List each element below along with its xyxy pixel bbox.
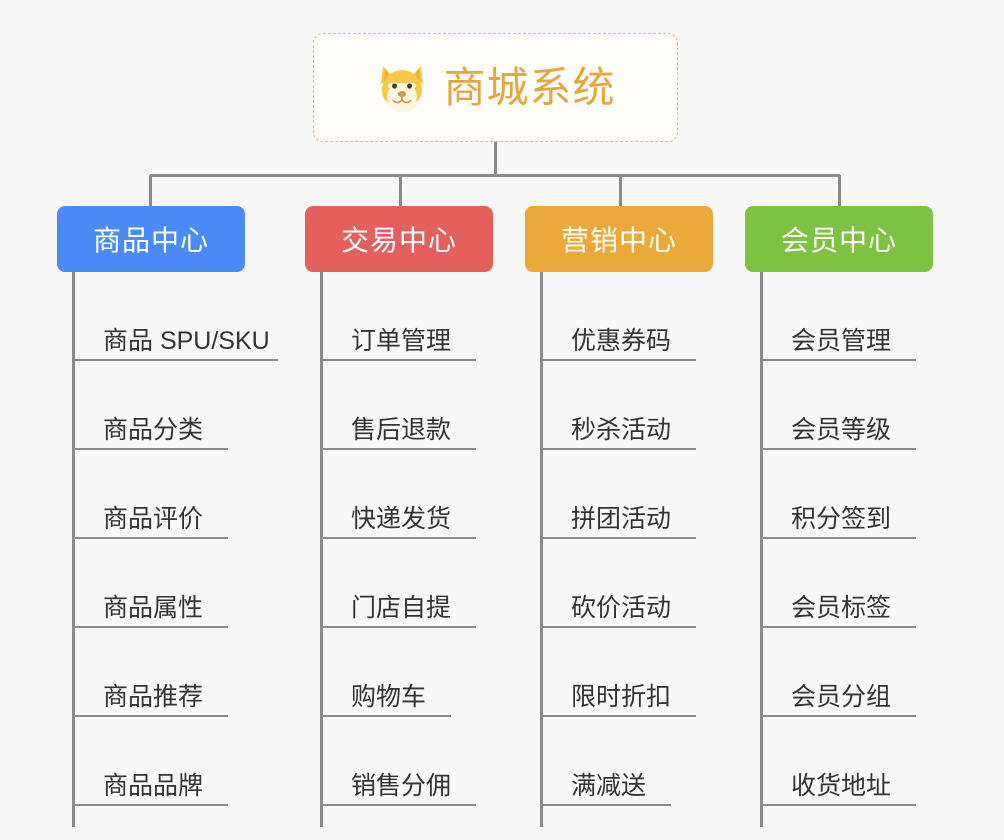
leaf-item[interactable]: 拼团活动 [541, 450, 729, 539]
branch-header-label-3: 会员中心 [780, 225, 897, 256]
root-node[interactable]: 商城系统 [313, 33, 678, 142]
leaf-label: 砍价活动 [571, 593, 672, 622]
leaf-item[interactable]: 售后退款 [321, 361, 509, 450]
leaf-list-0: 商品 SPU/SKU 商品分类 商品评价 商品属性 商品推荐 商品品牌 [73, 272, 278, 806]
leaf-item[interactable]: 商品评价 [73, 450, 261, 539]
leaf-underline [321, 804, 476, 806]
leaf-label: 满减送 [571, 771, 647, 800]
leaf-label: 商品 SPU/SKU [103, 326, 270, 355]
leaf-label: 商品属性 [103, 593, 204, 622]
leaf-label: 拼团活动 [571, 504, 672, 533]
leaf-underline [761, 715, 916, 717]
dog-face-icon [375, 62, 429, 114]
branch-header-label-2: 营销中心 [560, 225, 677, 256]
leaf-item[interactable]: 购物车 [321, 628, 509, 717]
leaf-underline [541, 715, 696, 717]
leaf-item[interactable]: 限时折扣 [541, 628, 729, 717]
branch-header-label-0: 商品中心 [92, 225, 209, 256]
leaf-underline [321, 448, 476, 450]
leaf-underline [761, 537, 916, 539]
leaf-label: 商品分类 [103, 415, 204, 444]
leaf-item[interactable]: 订单管理 [321, 272, 509, 361]
leaf-item[interactable]: 会员分组 [761, 628, 949, 717]
leaf-underline [73, 537, 228, 539]
leaf-label: 限时折扣 [571, 682, 672, 711]
leaf-underline [541, 537, 696, 539]
leaf-label: 积分签到 [791, 504, 892, 533]
leaf-label: 秒杀活动 [571, 415, 672, 444]
leaf-label: 售后退款 [351, 415, 452, 444]
leaf-underline [761, 804, 916, 806]
branch-header-2[interactable]: 营销中心 [525, 206, 713, 272]
branch-header-label-1: 交易中心 [340, 225, 457, 256]
leaf-label: 收货地址 [791, 771, 892, 800]
leaf-list-2: 优惠券码 秒杀活动 拼团活动 砍价活动 限时折扣 满减送 [541, 272, 729, 806]
leaf-underline [761, 448, 916, 450]
leaf-underline [541, 626, 696, 628]
leaf-underline [541, 804, 671, 806]
leaf-item[interactable]: 商品属性 [73, 539, 261, 628]
leaf-underline [761, 359, 916, 361]
leaf-label: 优惠券码 [571, 326, 672, 355]
root-title: 商城系统 [443, 63, 616, 111]
leaf-underline [73, 715, 228, 717]
leaf-underline [321, 626, 476, 628]
leaf-underline [321, 537, 476, 539]
branch-header-1[interactable]: 交易中心 [305, 206, 493, 272]
leaf-underline [761, 626, 916, 628]
leaf-underline [73, 626, 228, 628]
leaf-list-1: 订单管理 售后退款 快递发货 门店自提 购物车 销售分佣 [321, 272, 509, 806]
leaf-underline [73, 359, 278, 361]
leaf-item[interactable]: 销售分佣 [321, 717, 509, 806]
leaf-item[interactable]: 收货地址 [761, 717, 949, 806]
leaf-label: 商品推荐 [103, 682, 204, 711]
leaf-item[interactable]: 商品 SPU/SKU [73, 272, 278, 361]
leaf-label: 销售分佣 [351, 771, 452, 800]
leaf-item[interactable]: 会员管理 [761, 272, 949, 361]
leaf-item[interactable]: 商品品牌 [73, 717, 261, 806]
leaf-label: 商品评价 [103, 504, 204, 533]
leaf-item[interactable]: 商品推荐 [73, 628, 261, 717]
leaf-item[interactable]: 砍价活动 [541, 539, 729, 628]
branch-column-0: 商品中心 商品 SPU/SKU 商品分类 商品评价 商品属性 商品推荐 [57, 206, 278, 806]
leaf-underline [541, 359, 696, 361]
leaf-item[interactable]: 秒杀活动 [541, 361, 729, 450]
leaf-label: 会员等级 [791, 415, 892, 444]
branch-header-0[interactable]: 商品中心 [57, 206, 245, 272]
leaf-label: 会员标签 [791, 593, 892, 622]
branch-column-2: 营销中心 优惠券码 秒杀活动 拼团活动 砍价活动 限时折扣 [525, 206, 713, 806]
leaf-list-3: 会员管理 会员等级 积分签到 会员标签 会员分组 收货地址 [761, 272, 949, 806]
leaf-item[interactable]: 满减送 [541, 717, 729, 806]
leaf-item[interactable]: 快递发货 [321, 450, 509, 539]
branch-header-3[interactable]: 会员中心 [745, 206, 933, 272]
leaf-label: 购物车 [351, 682, 427, 711]
leaf-item[interactable]: 优惠券码 [541, 272, 729, 361]
leaf-item[interactable]: 积分签到 [761, 450, 949, 539]
leaf-item[interactable]: 会员标签 [761, 539, 949, 628]
leaf-item[interactable]: 会员等级 [761, 361, 949, 450]
leaf-underline [73, 448, 228, 450]
leaf-item[interactable]: 门店自提 [321, 539, 509, 628]
branch-column-1: 交易中心 订单管理 售后退款 快递发货 门店自提 购物车 [305, 206, 493, 806]
leaf-underline [321, 359, 476, 361]
leaf-label: 订单管理 [351, 326, 452, 355]
branch-column-3: 会员中心 会员管理 会员等级 积分签到 会员标签 会员分组 [745, 206, 933, 806]
leaf-label: 会员管理 [791, 326, 892, 355]
leaf-label: 商品品牌 [103, 771, 204, 800]
leaf-underline [541, 448, 696, 450]
leaf-item[interactable]: 商品分类 [73, 361, 261, 450]
leaf-label: 快递发货 [351, 504, 452, 533]
leaf-underline [321, 715, 451, 717]
leaf-label: 会员分组 [791, 682, 892, 711]
leaf-label: 门店自提 [351, 593, 452, 622]
leaf-underline [73, 804, 228, 806]
